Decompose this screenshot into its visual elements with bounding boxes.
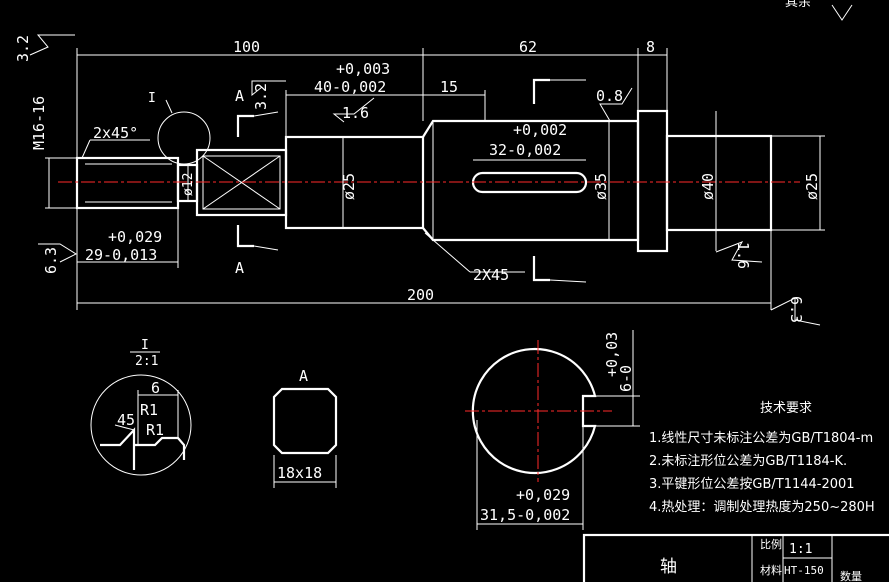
dim-100: 100 [233, 38, 260, 56]
requirement-2: 2.未标注形位公差为GB/T1184-K. [649, 454, 847, 469]
detail-label: I [141, 338, 149, 353]
roughness-a: 3.2 [252, 83, 270, 110]
key-tol-029: +0,029 [516, 486, 570, 504]
part-name: 轴 [660, 557, 677, 577]
dim-32: 32-0,002 [489, 141, 561, 159]
requirement-3: 3.平键形位公差按GB/T1144-2001 [649, 477, 855, 492]
section-a-marks [236, 78, 587, 283]
dim-200: 200 [407, 286, 434, 304]
section-a-bottom: A [235, 259, 244, 277]
roughness-08: 0.8 [596, 87, 623, 105]
end-section [665, 134, 773, 232]
material-value: HT-150 [784, 564, 824, 577]
detail-r1a: R1 [140, 401, 158, 419]
chamfer-mid: 2X45 [473, 266, 509, 284]
roughness-16: 1.6 [342, 104, 369, 122]
requirement-4: 4.热处理：调制处理热度为250~280H [649, 499, 875, 515]
scale-value: 1:1 [789, 542, 812, 557]
dimension-lines [45, 48, 825, 310]
detail-r1b: R1 [146, 421, 164, 439]
detail-45: 45 [117, 411, 135, 429]
detail-scale: 2:1 [135, 354, 158, 369]
chamfer-left: 2x45° [93, 124, 138, 142]
dim-40: 40-0,002 [314, 78, 386, 96]
collar [636, 109, 669, 253]
corner-label: 其余 [785, 0, 811, 10]
dia-40: ø40 [699, 173, 717, 200]
requirements-title: 技术要求 [760, 401, 812, 416]
dia-25a: ø25 [340, 173, 358, 200]
requirement-1: 1.线性尺寸未标注公差为GB/T1804-m [649, 431, 873, 446]
dia-25b: ø25 [803, 173, 821, 200]
key-tol-top: +0,03 [603, 332, 621, 377]
scale-label: 比例 [760, 537, 782, 551]
key-depth: 6-0 [617, 365, 635, 392]
dim-8: 8 [646, 38, 655, 56]
dim-15: 15 [440, 78, 458, 96]
thread-spec: M16-16 [30, 96, 48, 150]
qty-label: 数量 [840, 570, 862, 582]
dim-tol-003: +0,003 [336, 60, 390, 78]
dia-35: ø35 [592, 173, 610, 200]
roughness-16b: 1.6 [734, 242, 752, 269]
key-width: 31,5-0,002 [480, 506, 570, 524]
detail-i-marker [157, 111, 211, 165]
dim-29: 29-0,013 [85, 246, 157, 264]
keyway-section [465, 330, 640, 530]
dia-12: ø12 [181, 173, 196, 196]
dim-62: 62 [519, 38, 537, 56]
dim-tol-002: +0,002 [513, 121, 567, 139]
detail-6: 6 [151, 379, 160, 397]
roughness-63b: 6.3 [787, 296, 805, 323]
title-block [582, 533, 889, 582]
dim-tol-029: +0,029 [108, 228, 162, 246]
section-a-top: A [235, 87, 244, 105]
material-label: 材料 [760, 563, 782, 577]
roughness-top: 3.2 [14, 35, 32, 62]
detail-i-view [90, 351, 192, 476]
view-a [272, 387, 338, 488]
view-a-title: A [299, 367, 308, 385]
detail-i-ref: I [148, 91, 156, 106]
view-a-dim: 18x18 [277, 464, 322, 482]
thread-section [75, 156, 180, 210]
roughness-symbols [29, 4, 853, 326]
roughness-63: 6.3 [42, 247, 60, 274]
